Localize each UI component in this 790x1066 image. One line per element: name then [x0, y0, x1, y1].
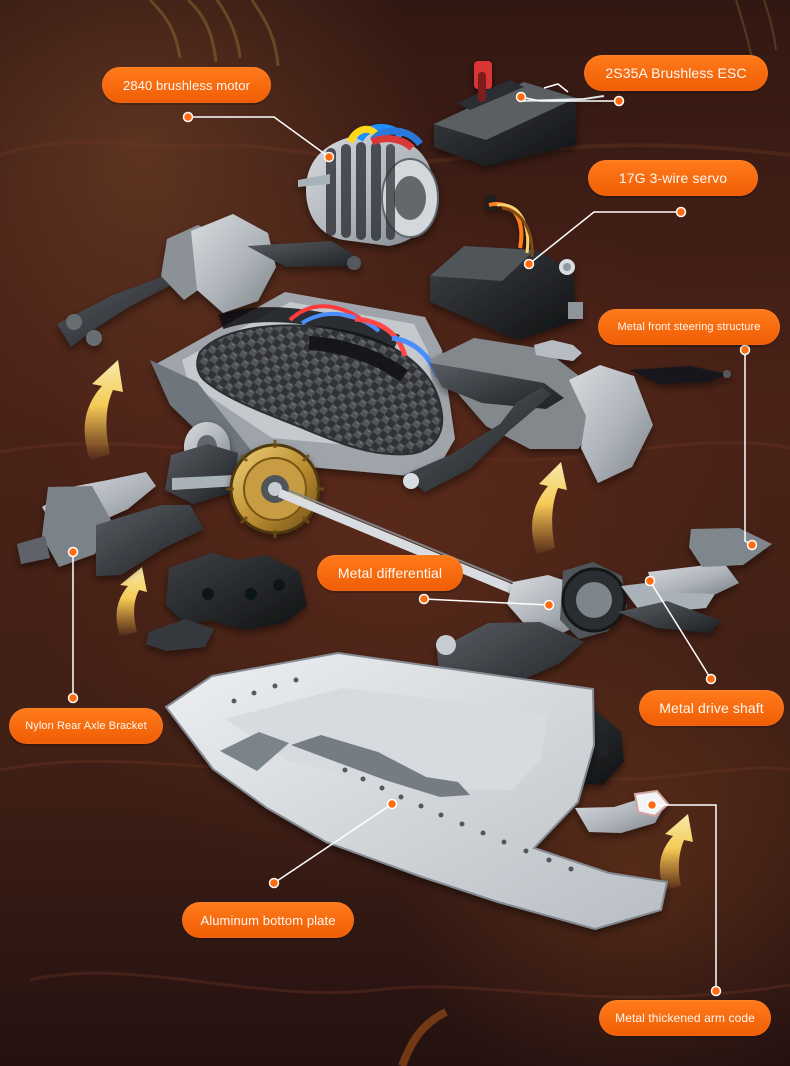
main-chassis: [150, 292, 455, 478]
callout-dot-icon: [739, 344, 751, 356]
callout-dot-icon: [613, 95, 625, 107]
esc-label: 2S35A Brushless ESC: [584, 55, 768, 91]
rear-left-arm: [57, 214, 361, 347]
callout-dot-icon: [523, 258, 535, 270]
upward-arrow-icon: [84, 360, 693, 890]
callout-dot-icon: [418, 593, 430, 605]
callout-dot-icon: [705, 673, 717, 685]
bottom-plate: [164, 651, 670, 931]
front-right-steering: [403, 338, 731, 492]
rear-axle-bracket-label: Nylon Rear Axle Bracket: [9, 708, 163, 744]
guide-lines: [67, 91, 758, 997]
differential-label: Metal differential: [317, 555, 463, 591]
callout-dot-icon: [746, 539, 758, 551]
center-shaft: [278, 489, 552, 608]
motor-label: 2840 brushless motor: [102, 67, 271, 103]
callout-dot-icon: [515, 91, 527, 103]
callout-dot-icon: [646, 799, 658, 811]
spur-gear: [226, 440, 324, 538]
callout-dot-icon: [386, 798, 398, 810]
callout-dot-icon: [644, 575, 656, 587]
callout-dot-icon: [182, 111, 194, 123]
rear-differential: [17, 422, 304, 576]
drive-shaft-label: Metal drive shaft: [639, 690, 784, 726]
rear-axle-bracket: [146, 553, 307, 651]
servo: [430, 195, 583, 340]
bottom-plate-label: Aluminum bottom plate: [182, 902, 354, 938]
motor: [298, 124, 439, 246]
callout-dot-icon: [67, 692, 79, 704]
front-steering-label: Metal front steering structure: [598, 309, 780, 345]
callout-dot-icon: [675, 206, 687, 218]
callout-dot-icon: [268, 877, 280, 889]
arm-code-label: Metal thickened arm code: [599, 1000, 771, 1036]
callout-dot-icon: [67, 546, 79, 558]
callout-dot-icon: [710, 985, 722, 997]
esc: [434, 61, 605, 166]
servo-label: 17G 3-wire servo: [588, 160, 758, 196]
callout-dot-icon: [323, 151, 335, 163]
callout-dot-icon: [543, 599, 555, 611]
